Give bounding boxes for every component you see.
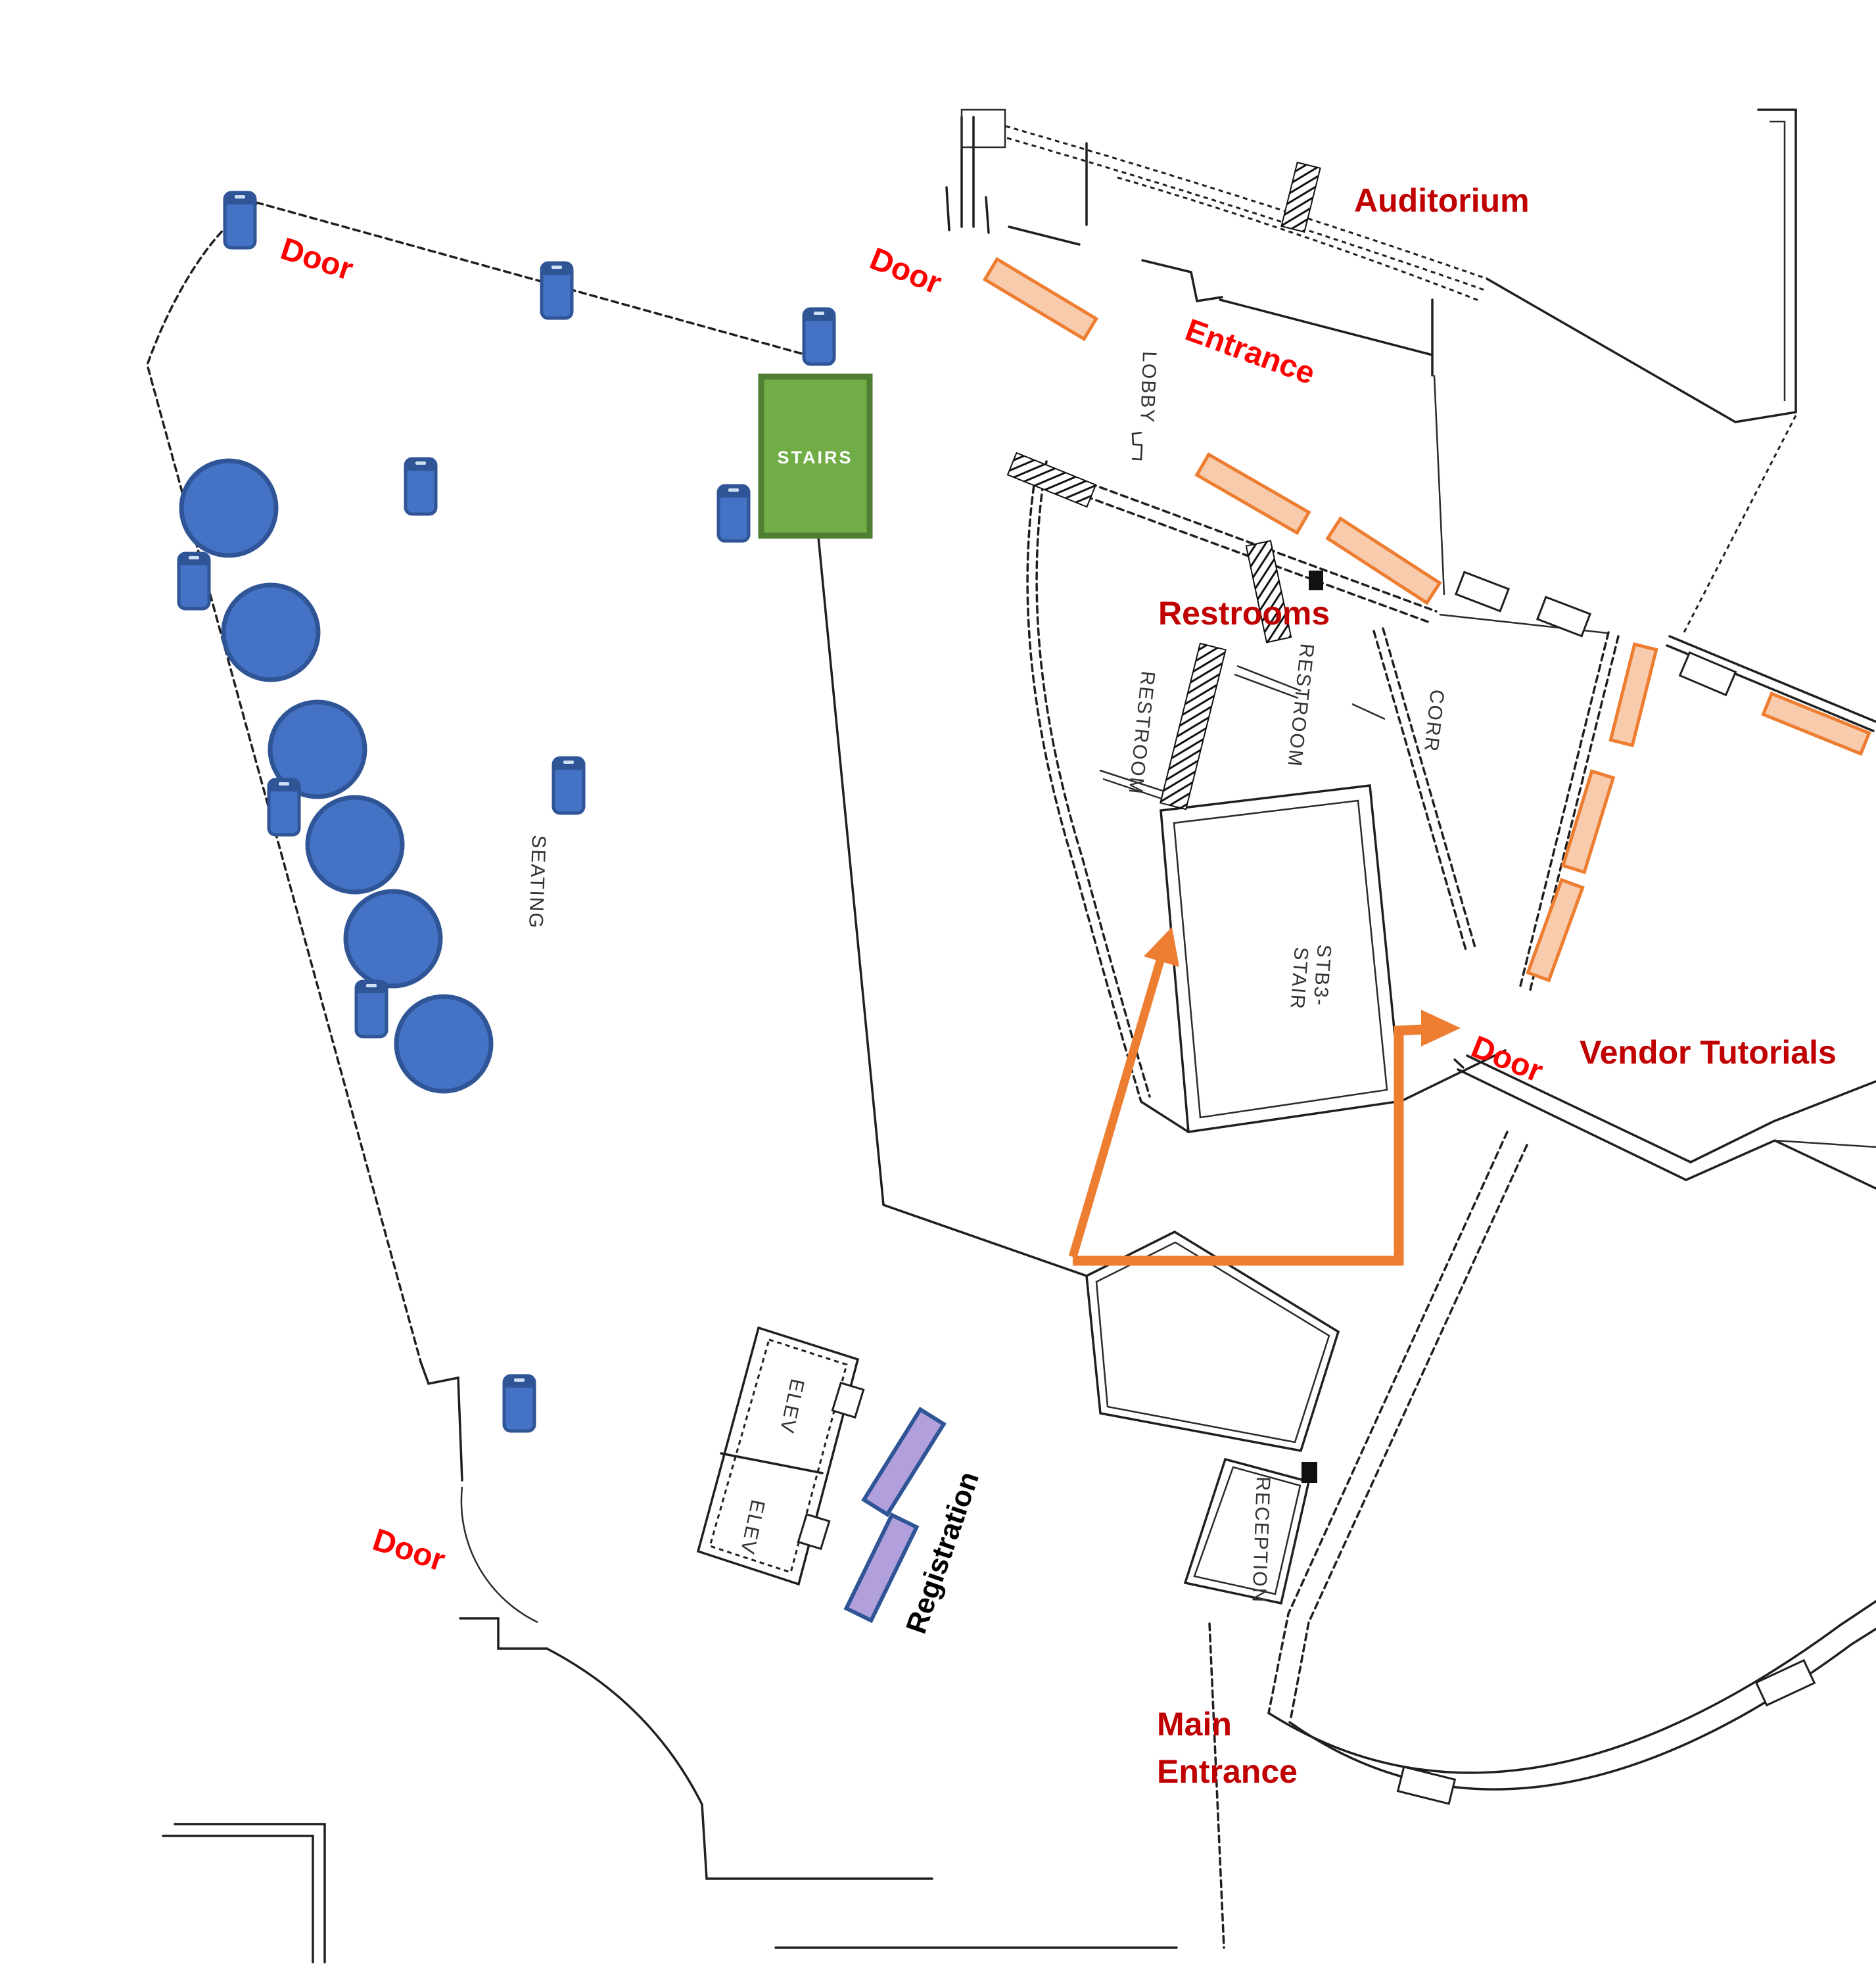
round-table [305, 795, 405, 895]
restroom-block-walls [1006, 452, 1620, 1133]
door-highlight-bar [982, 256, 1099, 342]
plan-text-lobby: LOBBY [1136, 351, 1160, 424]
elevator-block [696, 1326, 865, 1586]
seating-area-walls [146, 201, 1225, 1963]
door-stop-marker [1301, 1462, 1317, 1483]
plan-text-restroom-left: RESTROOM [1124, 670, 1159, 796]
door-highlight-bar [1194, 452, 1311, 536]
round-table [394, 994, 494, 1094]
plan-text-stb3-line2: STAIR [1286, 947, 1312, 1011]
round-table [268, 699, 367, 799]
seat-marker [223, 191, 257, 250]
seat-marker [540, 261, 574, 320]
registration-tables [843, 1407, 947, 1624]
route-arrowhead-up [1144, 927, 1179, 967]
registration-table [843, 1512, 920, 1624]
seat-markers [177, 191, 836, 1433]
seat-marker [177, 552, 211, 611]
door-highlight-bar [1560, 769, 1616, 874]
label-entrance: Entrance [1181, 313, 1319, 392]
plan-text-restroom-right: RESTROOM [1283, 642, 1318, 768]
seat-marker [267, 778, 301, 837]
route-arrowhead-right [1421, 1010, 1461, 1046]
label-door-bottom-left: Door [369, 1522, 450, 1578]
seat-marker [502, 1374, 536, 1433]
round-table [343, 889, 443, 989]
plan-text-seating: SEATING [525, 835, 550, 930]
stairs-box: STAIRS [758, 373, 873, 539]
seat-marker [354, 979, 388, 1039]
label-door-top-left: Door [277, 231, 358, 287]
round-table [179, 458, 279, 558]
plan-text-elev-bottom: ELEV [736, 1498, 769, 1557]
seat-marker [551, 756, 586, 815]
label-restrooms: Restrooms [1158, 595, 1330, 632]
seat-marker [802, 307, 836, 366]
plan-text-stb3-line1: STB3- [1309, 944, 1335, 1008]
vendor-passage-walls [1453, 415, 1876, 1190]
door-stop-marker [1309, 571, 1323, 590]
label-vendor-tutorials: Vendor Tutorials [1580, 1034, 1837, 1071]
route-arrow-to-restrooms [1068, 957, 1165, 1258]
label-door-lobby: Door [865, 241, 947, 301]
highlighted-doors [982, 256, 1871, 983]
round-tables [179, 458, 494, 1094]
door-highlight-bar [1325, 516, 1442, 605]
seat-marker [716, 484, 751, 543]
reception-walls [1085, 1131, 1876, 1805]
route-path [1073, 1024, 1424, 1266]
seat-marker [404, 457, 438, 516]
door-highlight-bar [1761, 692, 1871, 756]
stairs-box-label: STAIRS [777, 448, 853, 467]
label-main-entrance-line1: Main [1157, 1706, 1232, 1743]
label-registration: Registration [900, 1468, 985, 1638]
plan-text-elev-top: ELEV [776, 1377, 809, 1436]
plan-text-reception: RECEPTION [1248, 1476, 1274, 1604]
auditorium-walls [945, 108, 1797, 596]
door-highlight-bar [1526, 878, 1585, 983]
round-table [221, 582, 321, 682]
route-arrows [1068, 927, 1461, 1266]
registration-table [861, 1407, 947, 1517]
label-auditorium: Auditorium [1354, 182, 1530, 219]
plan-text-corr: CORR [1420, 688, 1448, 753]
label-main-entrance-line2: Entrance [1157, 1753, 1298, 1790]
door-highlight-bar [1608, 642, 1658, 747]
